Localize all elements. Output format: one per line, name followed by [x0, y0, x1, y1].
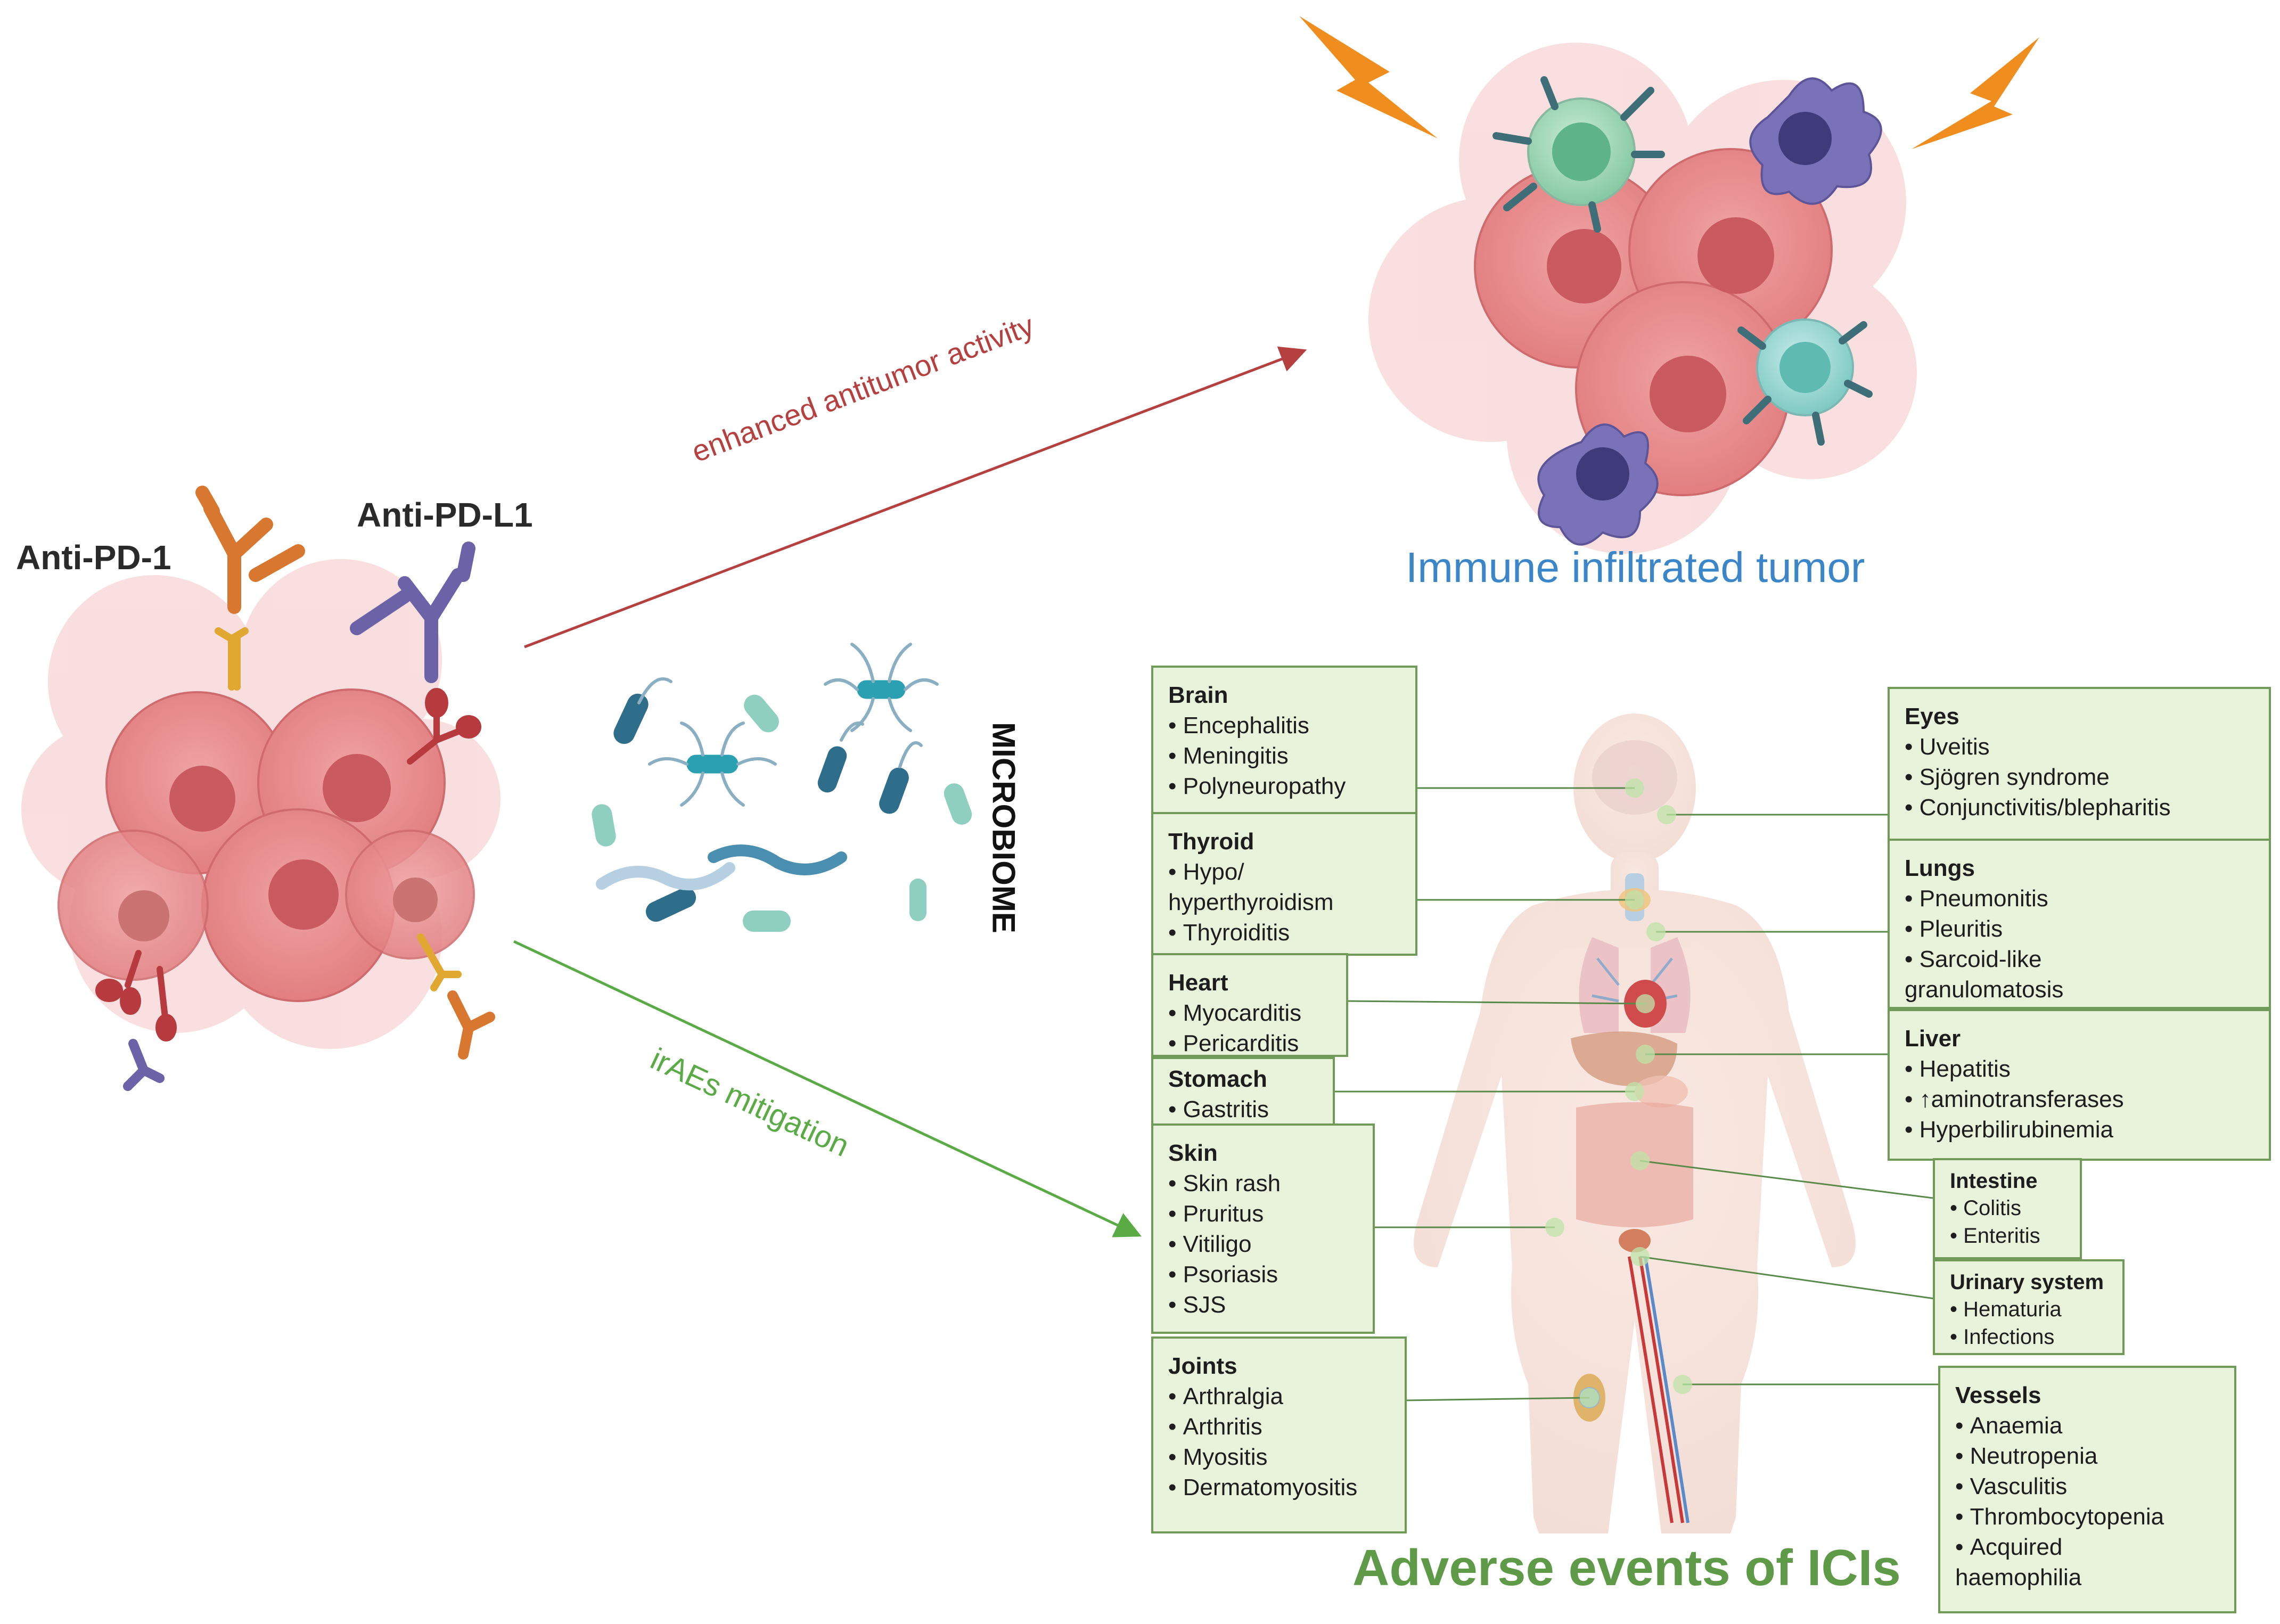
microbiome-bacteria	[592, 643, 972, 932]
lightning-bolt-left	[1299, 16, 1438, 138]
box-lungs-title: Lungs	[1905, 855, 1975, 881]
box-joints-item: Arthralgia	[1168, 1381, 1390, 1412]
box-stomach-item: Gastritis	[1168, 1094, 1318, 1125]
immune-infiltrated-tumor	[1368, 43, 1917, 554]
anti-pd1-antibody	[195, 486, 305, 614]
anti-pd1-label: Anti-PD-1	[16, 538, 171, 577]
pd1-receptor-bottom	[417, 933, 462, 991]
organ-glow-markers	[1545, 778, 1692, 1407]
box-stomach-title: Stomach	[1168, 1066, 1267, 1092]
pd1-receptor-top	[215, 627, 249, 691]
box-heart-item: Myocarditis	[1168, 998, 1331, 1028]
box-skin-item: Vitiligo	[1168, 1229, 1358, 1259]
box-thyroid-item: Thyroiditis	[1168, 917, 1400, 948]
box-eyes-item: Sjögren syndrome	[1905, 762, 2254, 792]
box-vessels-title: Vessels	[1955, 1382, 2041, 1408]
box-eyes-title: Eyes	[1905, 703, 1959, 729]
box-stomach: Stomach Gastritis	[1151, 1057, 1335, 1126]
box-lungs-item: Pleuritis	[1905, 914, 2254, 944]
box-intestine-title: Intestine	[1950, 1169, 2038, 1193]
box-eyes-item: Conjunctivitis/blepharitis	[1905, 792, 2254, 823]
box-vessels-item: Anaemia	[1955, 1410, 2219, 1441]
box-eyes: Eyes Uveitis Sjögren syndrome Conjunctiv…	[1888, 687, 2271, 841]
box-joints-item: Dermatomyositis	[1168, 1472, 1390, 1503]
adverse-events-title: Adverse events of ICIs	[1352, 1539, 1901, 1596]
immune-infiltrated-title: Immune infiltrated tumor	[1406, 544, 1865, 591]
box-joints-item: Arthritis	[1168, 1412, 1390, 1442]
box-vessels-item: Vasculitis	[1955, 1471, 2219, 1502]
anti-pd1-antibody-small	[447, 990, 495, 1060]
box-thyroid-item: Hypo/ hyperthyroidism	[1168, 857, 1371, 917]
iraes-mitigation-arrow	[513, 940, 1142, 1237]
box-brain-item: Meningitis	[1168, 741, 1400, 771]
box-skin-item: Skin rash	[1168, 1168, 1358, 1199]
box-joints: Joints Arthralgia Arthritis Myositis Der…	[1151, 1336, 1407, 1533]
box-heart: Heart Myocarditis Pericarditis	[1151, 953, 1348, 1057]
human-body-figure	[1414, 713, 1856, 1533]
box-liver-item: Hyperbilirubinemia	[1905, 1114, 2254, 1145]
box-heart-item: Pericarditis	[1168, 1028, 1331, 1059]
box-lungs: Lungs Pneumonitis Pleuritis Sarcoid-like…	[1888, 839, 2271, 1009]
box-thyroid-title: Thyroid	[1168, 829, 1254, 855]
tumor-cluster-left	[21, 559, 501, 1049]
box-intestine-item: Colitis	[1950, 1194, 2065, 1222]
box-joints-title: Joints	[1168, 1353, 1237, 1379]
box-brain-item: Polyneuropathy	[1168, 771, 1400, 801]
box-skin-title: Skin	[1168, 1140, 1218, 1166]
anti-pdl1-antibody	[350, 542, 475, 683]
pdl1-ligands	[95, 688, 481, 1041]
box-vessels-item: Neutropenia	[1955, 1441, 2219, 1471]
box-skin: Skin Skin rash Pruritus Vitiligo Psorias…	[1151, 1123, 1375, 1334]
box-lungs-item: Sarcoid-like granulomatosis	[1905, 944, 2203, 1005]
anti-pdl1-label: Anti-PD-L1	[357, 496, 533, 534]
box-liver-item: Hepatitis	[1905, 1054, 2254, 1084]
box-joints-item: Myositis	[1168, 1442, 1390, 1472]
box-liver-title: Liver	[1905, 1026, 1961, 1052]
box-vessels-item: Acquired haemophilia	[1955, 1532, 2168, 1593]
box-brain-item: Encephalitis	[1168, 710, 1400, 741]
box-vessels-item: Thrombocytopenia	[1955, 1502, 2219, 1532]
box-urinary-title: Urinary system	[1950, 1270, 2104, 1294]
box-urinary-item: Infections	[1950, 1323, 2107, 1351]
box-brain-title: Brain	[1168, 682, 1228, 708]
box-eyes-item: Uveitis	[1905, 732, 2254, 762]
box-urinary-item: Hematuria	[1950, 1295, 2107, 1323]
box-liver: Liver Hepatitis ↑aminotransferases Hyper…	[1888, 1009, 2271, 1161]
box-intestine-item: Enteritis	[1950, 1222, 2065, 1250]
box-brain: Brain Encephalitis Meningitis Polyneurop…	[1151, 666, 1417, 820]
connector-lines	[1331, 787, 1939, 1401]
box-heart-title: Heart	[1168, 970, 1228, 996]
box-thyroid: Thyroid Hypo/ hyperthyroidism Thyroiditi…	[1151, 812, 1417, 956]
microbiome-label: MICROBIOME	[986, 722, 1022, 933]
box-liver-item: ↑aminotransferases	[1905, 1084, 2254, 1114]
anti-pdl1-antibody-small	[123, 1039, 165, 1091]
box-skin-item: Psoriasis	[1168, 1259, 1358, 1290]
box-lungs-item: Pneumonitis	[1905, 883, 2254, 914]
box-skin-item: Pruritus	[1168, 1199, 1358, 1229]
box-skin-item: SJS	[1168, 1290, 1358, 1320]
enhanced-antitumor-arrow	[524, 346, 1307, 649]
box-urinary: Urinary system Hematuria Infections	[1933, 1259, 2125, 1355]
box-vessels: Vessels Anaemia Neutropenia Vasculitis T…	[1938, 1366, 2236, 1613]
box-intestine: Intestine Colitis Enteritis	[1933, 1158, 2082, 1259]
lightning-bolt-right	[1912, 37, 2039, 149]
